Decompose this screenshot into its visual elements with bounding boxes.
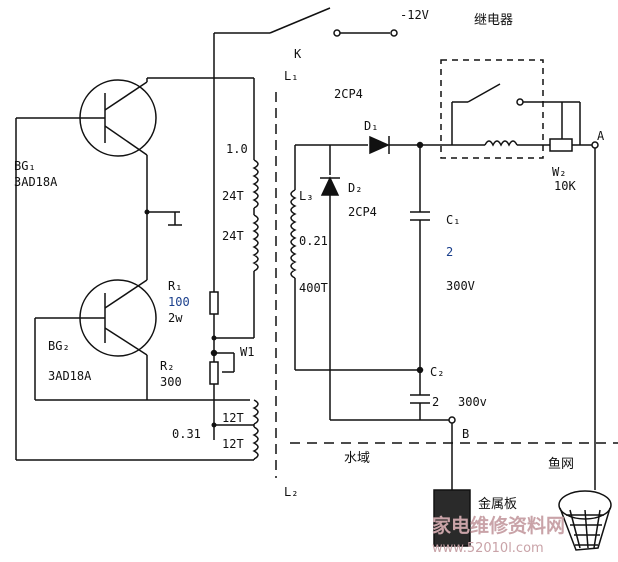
- diode-type-top-label: 2CP4: [334, 87, 363, 101]
- bg1-label: BG₁: [14, 159, 36, 173]
- l3-turns-label: 400T: [299, 281, 328, 295]
- c1-label: C₁: [446, 213, 460, 227]
- l3-label: L₃: [299, 189, 313, 203]
- w1-label: W1: [240, 345, 254, 359]
- switch-k-label: K: [294, 47, 302, 61]
- r1-label: R₁: [168, 279, 182, 293]
- l2-label: L₂: [284, 485, 298, 499]
- watermark-text: 家电维修资料网: [432, 514, 565, 537]
- c2-value-label: 2: [432, 395, 439, 409]
- r2-value-label: 300: [160, 375, 182, 389]
- c2-voltage-label: 300v: [458, 395, 487, 409]
- feedback-turns-a-label: 12T: [222, 411, 244, 425]
- bg1-type-label: 3AD18A: [14, 175, 58, 189]
- node-b-label: B: [462, 427, 469, 441]
- c1-value-label: 2: [446, 245, 453, 259]
- fish-net-label: 鱼网: [548, 456, 574, 472]
- coil-b-turns-label: 24T: [222, 229, 244, 243]
- c1-voltage-label: 300V: [446, 279, 475, 293]
- feedback-wire-label: 0.31: [172, 427, 201, 441]
- metal-plate-label: 金属板: [478, 496, 517, 512]
- coil-a-wire-label: 1.0: [226, 142, 248, 156]
- bg2-label: BG₂: [48, 339, 70, 353]
- l3-wire-label: 0.21: [299, 234, 328, 248]
- supply-label: -12V: [400, 8, 429, 22]
- l1-label: L₁: [284, 69, 298, 83]
- coil-a-turns-label: 24T: [222, 189, 244, 203]
- d2-type-label: 2CP4: [348, 205, 377, 219]
- bg2-type-label: 3AD18A: [48, 369, 92, 383]
- r1-power-label: 2w: [168, 311, 183, 325]
- water-label: 水域: [344, 451, 370, 466]
- d1-label: D₁: [364, 119, 378, 133]
- feedback-turns-b-label: 12T: [222, 437, 244, 451]
- r1-value-label: 100: [168, 295, 190, 309]
- d2-label: D₂: [348, 181, 362, 195]
- r2-label: R₂: [160, 359, 174, 373]
- w2-value-label: 10K: [554, 179, 576, 193]
- watermark-url: www.52010l.com: [432, 541, 544, 556]
- c2-label: C₂: [430, 365, 444, 379]
- node-a-label: A: [597, 129, 605, 143]
- relay-label: 继电器: [474, 13, 513, 28]
- w2-label: W₂: [552, 165, 566, 179]
